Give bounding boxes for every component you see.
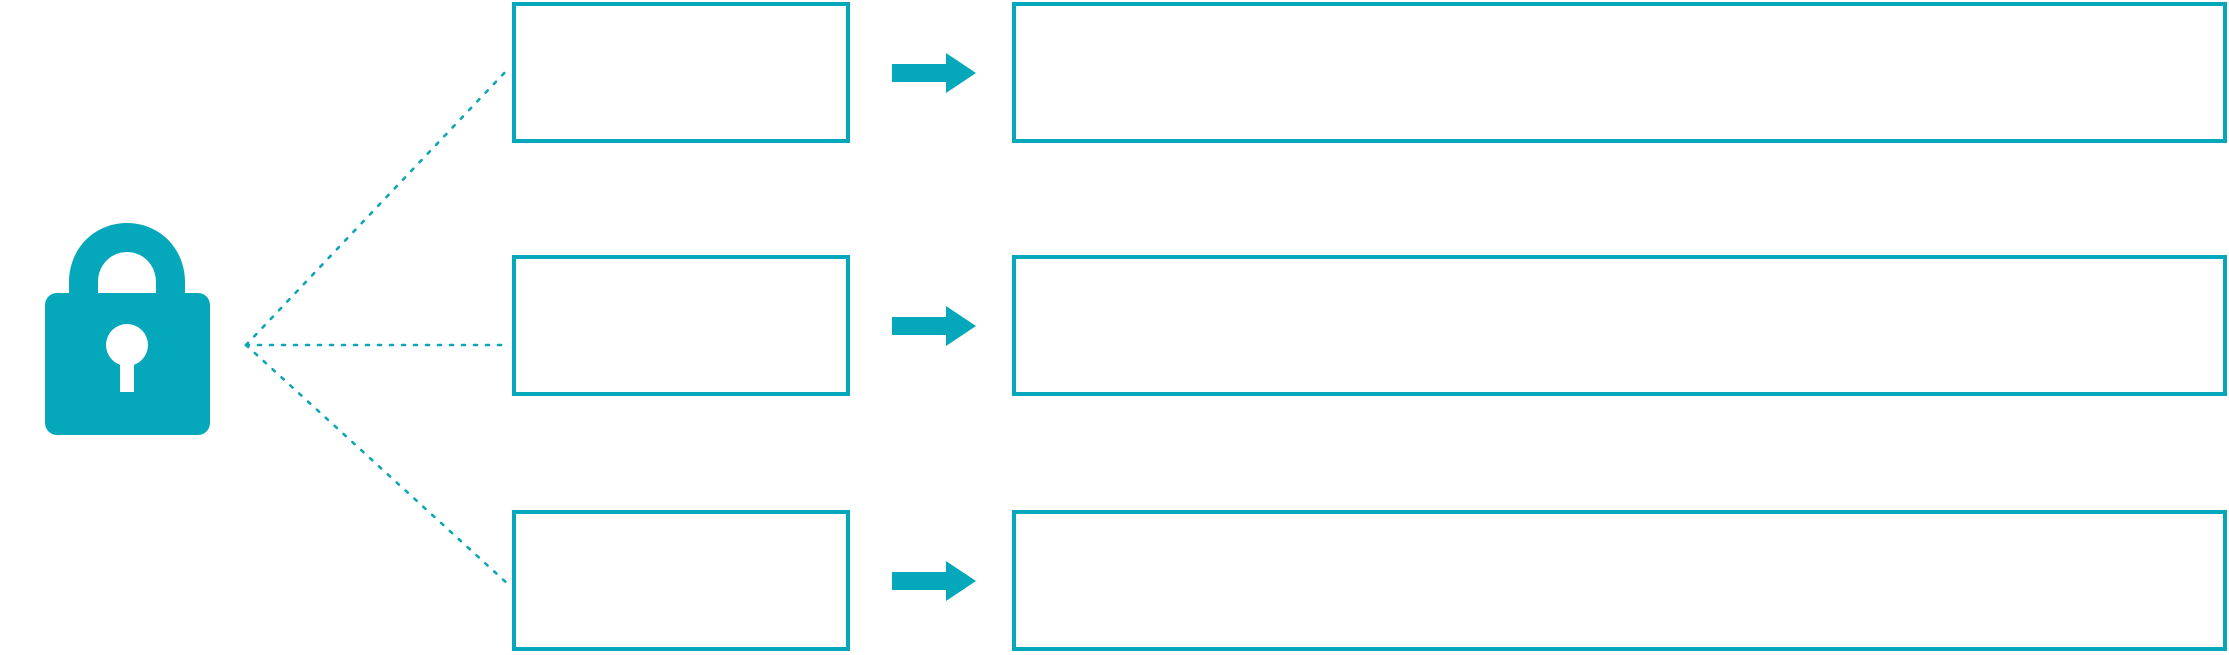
small-box-3-label — [516, 514, 846, 647]
small-box-2[interactable] — [512, 255, 850, 396]
arrow-right-icon-3 — [890, 558, 980, 604]
large-box-2[interactable] — [1012, 255, 2227, 396]
arrow-right-icon-1 — [890, 50, 980, 96]
arrow-right-glyph-2 — [892, 306, 976, 346]
padlock-glyph — [45, 223, 210, 435]
large-box-3[interactable] — [1012, 510, 2227, 651]
padlock-icon — [40, 212, 220, 444]
small-box-3[interactable] — [512, 510, 850, 651]
arrow-right-glyph-3 — [892, 561, 976, 601]
diagram-row-1 — [0, 0, 2229, 145]
large-box-1[interactable] — [1012, 2, 2227, 143]
small-box-1[interactable] — [512, 2, 850, 143]
connector-line-bottom — [244, 343, 511, 587]
diagram-row-2 — [0, 0, 2229, 396]
arrow-right-icon-2 — [890, 303, 980, 349]
small-box-2-label — [516, 259, 846, 392]
arrow-right-glyph-1 — [892, 53, 976, 93]
large-box-3-label — [1016, 514, 2223, 647]
large-box-2-label — [1016, 259, 2223, 392]
